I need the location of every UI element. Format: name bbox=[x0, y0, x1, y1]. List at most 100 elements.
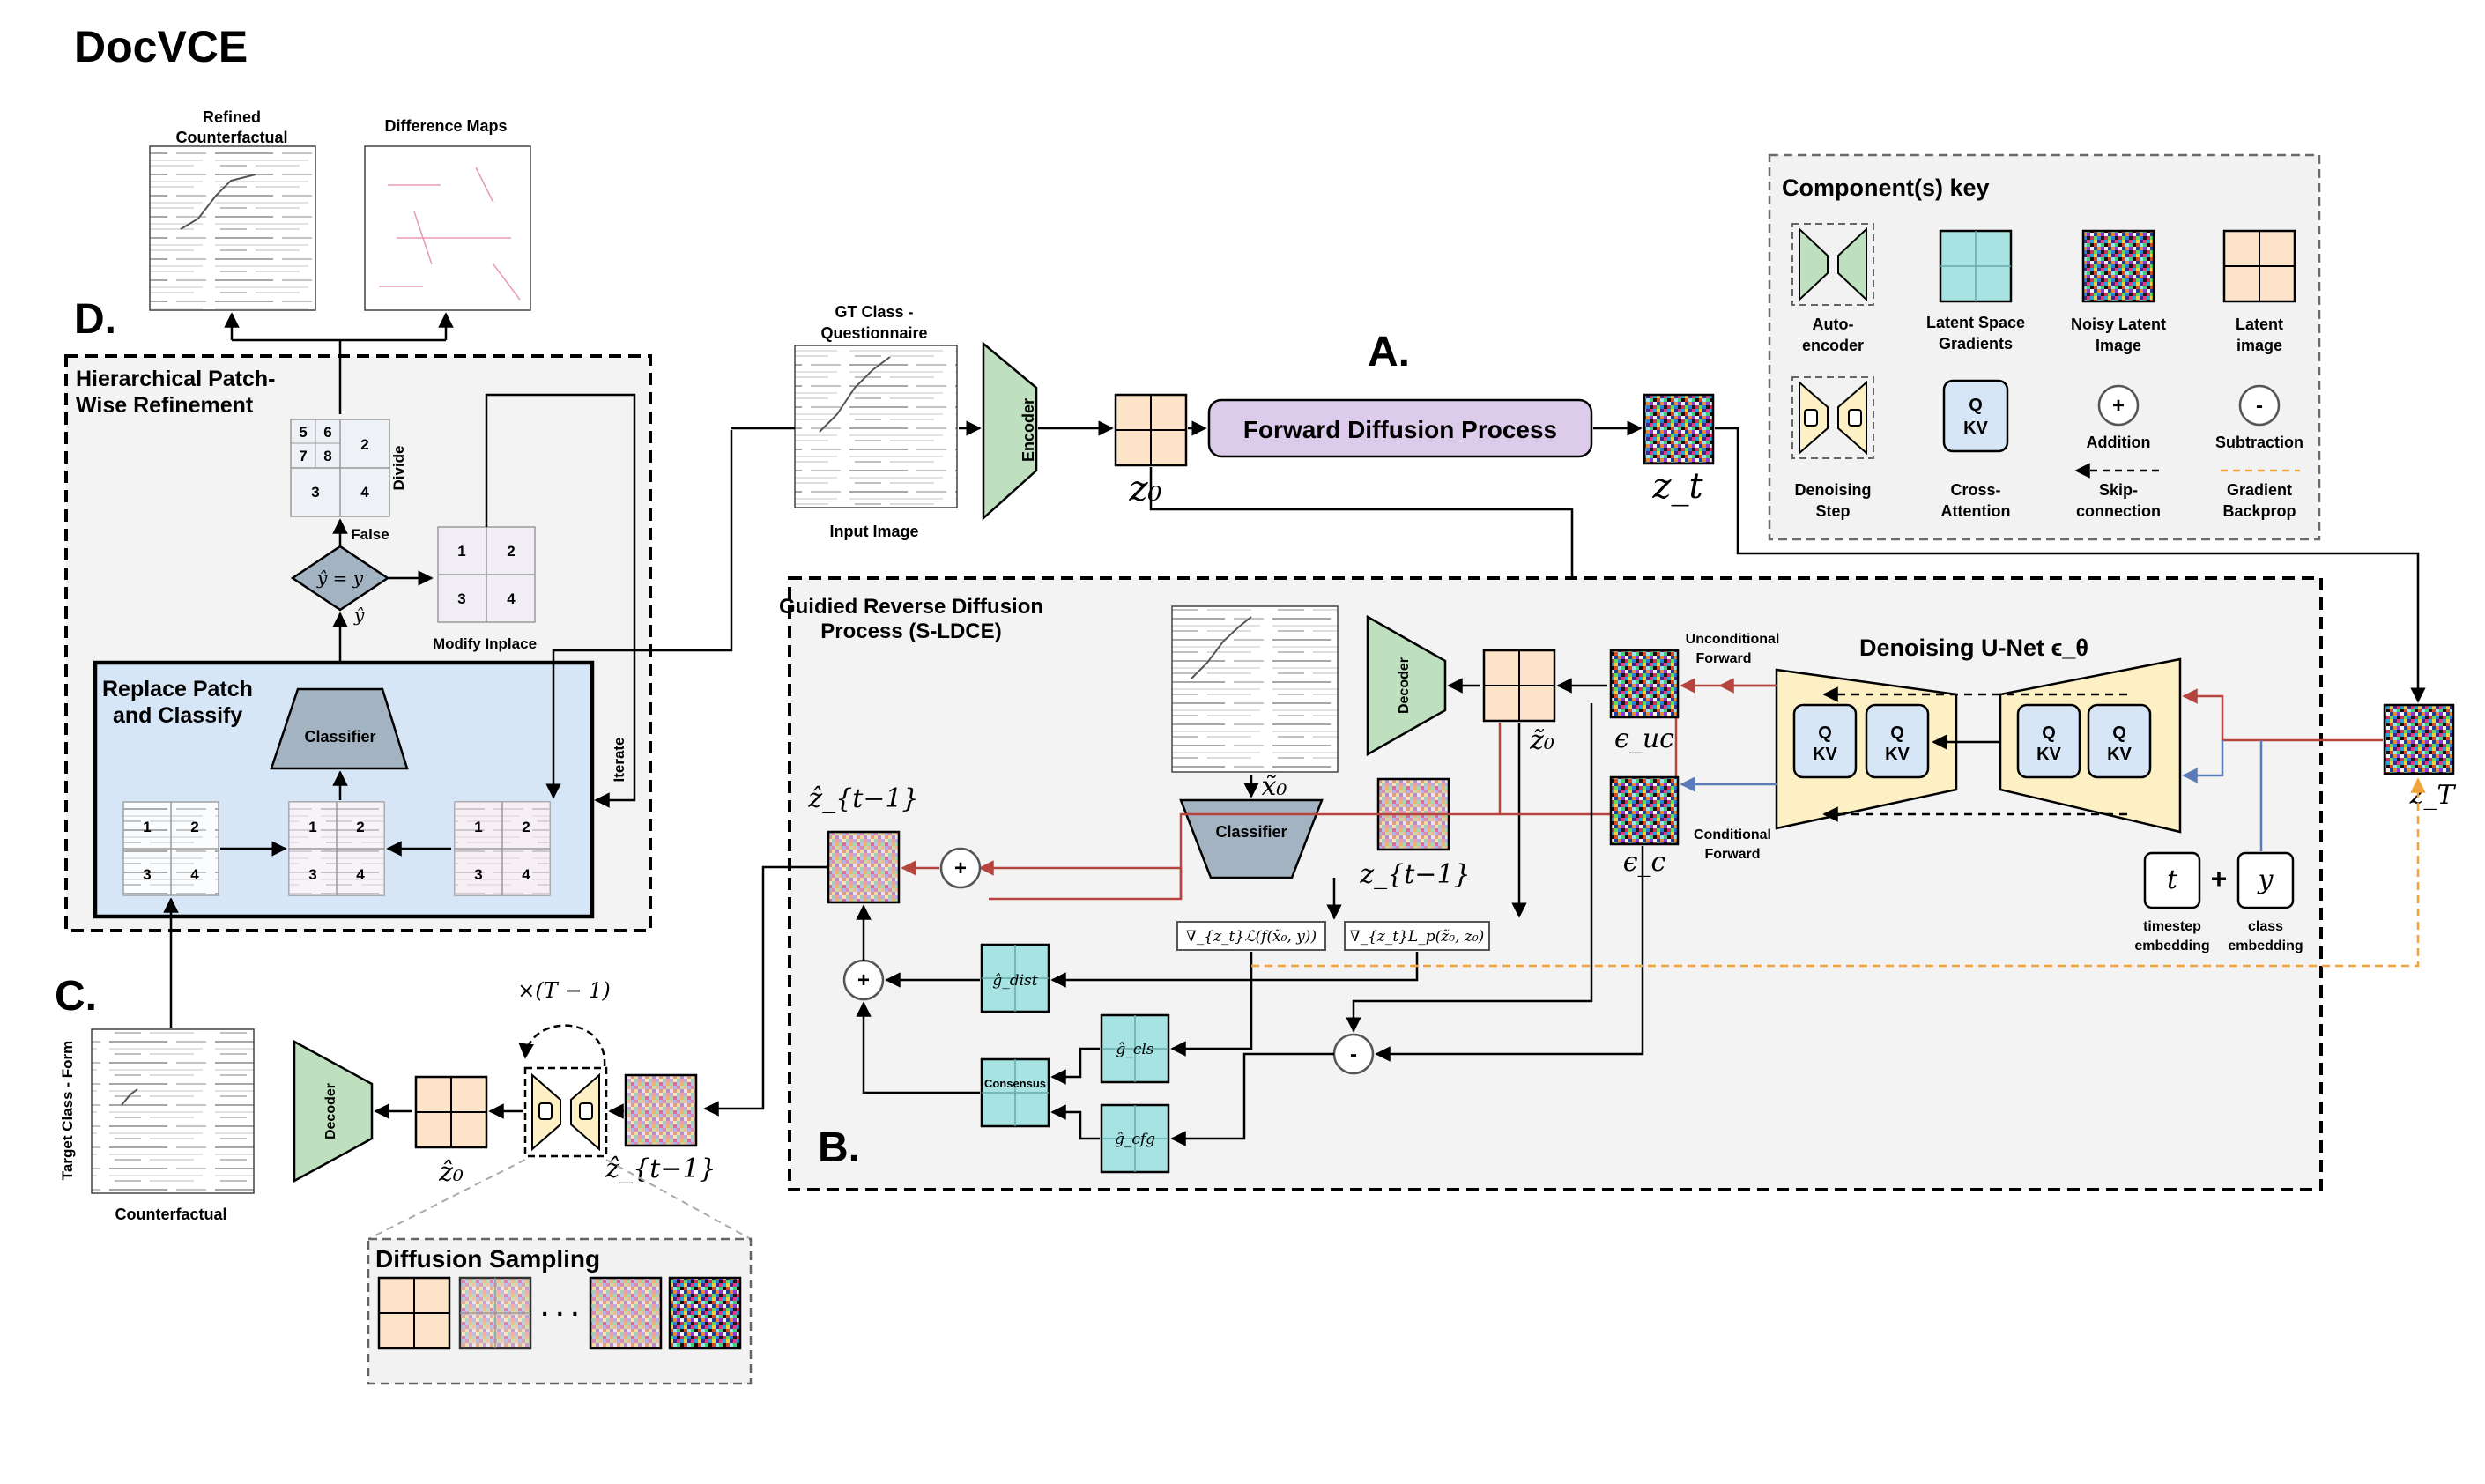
grad1-to-gcls bbox=[1170, 952, 1253, 1057]
key-gradient-square bbox=[1939, 229, 2013, 303]
t-box bbox=[2143, 851, 2201, 909]
sampling-noise bbox=[668, 1276, 742, 1350]
yhat-label: ŷ bbox=[353, 605, 365, 626]
key-autoencoder-1: Auto- bbox=[1813, 315, 1854, 333]
class-emb-2: embedding bbox=[2228, 939, 2303, 953]
decision-diamond bbox=[290, 545, 390, 612]
iterate-label: Iterate bbox=[611, 737, 627, 782]
input-image bbox=[794, 345, 958, 508]
cond-2: Forward bbox=[1704, 847, 1760, 862]
z0tilde-label: z̃₀ bbox=[1529, 725, 1554, 756]
gdist-label: ĝ_dist bbox=[992, 972, 1037, 990]
key-noisy-square bbox=[2081, 229, 2155, 303]
b-decoder-label: Decoder bbox=[1397, 657, 1412, 714]
uncond-2: Forward bbox=[1695, 651, 1751, 666]
key-grad-1: Gradient bbox=[2227, 481, 2292, 499]
euc-noise bbox=[1609, 649, 1680, 719]
sampling-soft-1 bbox=[458, 1276, 532, 1350]
unet-qkv-4 bbox=[2087, 703, 2152, 779]
z0tilde-latent bbox=[1482, 649, 1556, 723]
grad2-label: ∇_{z_t}L_p(z̃₀, z₀) bbox=[1350, 928, 1485, 946]
section-b: B. Guidied Reverse Diffusion Process (S-… bbox=[703, 576, 2456, 1191]
timestep-2: embedding bbox=[2134, 939, 2209, 953]
patch-num-4b: 4 bbox=[360, 484, 369, 501]
sampling-latent bbox=[377, 1276, 451, 1350]
zT-to-unet-red bbox=[2182, 688, 2383, 742]
callout-right bbox=[605, 1159, 752, 1240]
ec-to-minus bbox=[1375, 846, 1644, 1062]
timestep-1: timestep bbox=[2143, 919, 2201, 934]
key-sub-sign: - bbox=[2256, 394, 2263, 418]
iterate-loop bbox=[485, 393, 636, 808]
c-zhat-label: ẑ_{t−1} bbox=[605, 1154, 716, 1184]
reverse-title-2: Process (S-LDCE) bbox=[820, 620, 1001, 643]
euc-label: ϵ_uc bbox=[1614, 723, 1674, 754]
key-noisy-1: Noisy Latent bbox=[2071, 315, 2166, 333]
p3-num-1: 1 bbox=[474, 819, 482, 835]
false-label: False bbox=[351, 526, 389, 543]
sampler-loop bbox=[518, 1024, 606, 1067]
key-sub-circle bbox=[2238, 384, 2281, 427]
p2-num-3: 3 bbox=[308, 866, 316, 883]
unet-qkv-1-q: Q bbox=[1818, 723, 1832, 743]
counterfactual-mark bbox=[121, 1088, 138, 1106]
key-denoise-1: Denoising bbox=[1794, 481, 1871, 499]
replace-classifier bbox=[270, 687, 409, 770]
refined-curve bbox=[180, 174, 256, 230]
key-skip-1: Skip- bbox=[2099, 481, 2138, 499]
key-denoise-2: Step bbox=[1815, 502, 1850, 520]
x0tilde-label: x̃₀ bbox=[1262, 771, 1287, 802]
grad-backprop bbox=[1251, 777, 2426, 968]
repeat-label: ×(T − 1) bbox=[517, 978, 610, 1003]
plus-top-sign: + bbox=[954, 857, 967, 880]
patch-num-8: 8 bbox=[323, 448, 331, 464]
gcls-square bbox=[1100, 1013, 1170, 1084]
divide-label: Divide bbox=[390, 445, 407, 490]
key-autoencoder-right bbox=[1837, 226, 1867, 302]
modify-inplace-label: Modify Inplace bbox=[433, 635, 537, 652]
modify-num-1: 1 bbox=[457, 543, 465, 560]
divided-patch: 5 6 7 8 2 3 4 bbox=[290, 419, 390, 517]
plus-circle-top bbox=[939, 847, 982, 889]
input-to-patch3 bbox=[545, 430, 733, 799]
key-addition: Addition bbox=[2087, 434, 2151, 451]
key-panel bbox=[1768, 153, 2321, 541]
key-cross-q: Q bbox=[1969, 396, 1983, 415]
y-box bbox=[2236, 851, 2295, 909]
forward-diffusion-box bbox=[1207, 398, 1593, 458]
p3-num-3: 3 bbox=[474, 866, 482, 883]
key-cross-1: Cross- bbox=[1950, 481, 2000, 499]
b-decoder-shape bbox=[1366, 614, 1447, 757]
decoded-x0-image bbox=[1171, 605, 1339, 773]
patch-num-3b: 3 bbox=[311, 484, 319, 501]
counterfactual-label: Counterfactual bbox=[115, 1206, 226, 1223]
replace-classifier-label: Classifier bbox=[304, 728, 375, 746]
zT-to-unet-blue bbox=[2182, 740, 2224, 783]
gcls-to-consensus bbox=[1050, 1047, 1100, 1085]
replace-title-1: Replace Patch bbox=[102, 677, 253, 701]
hierarchical-title-1: Hierarchical Patch- bbox=[76, 367, 276, 391]
patch-num-6: 6 bbox=[323, 424, 331, 441]
p3-num-2: 2 bbox=[522, 819, 530, 835]
grad1-box bbox=[1176, 921, 1326, 951]
unet-qkv-2 bbox=[1865, 703, 1930, 779]
patch-image-1: 1 2 3 4 bbox=[122, 801, 219, 896]
modify-num-3: 3 bbox=[457, 590, 465, 607]
refined-label-2: Counterfactual bbox=[175, 129, 287, 146]
difference-maps-label: Difference Maps bbox=[384, 117, 507, 135]
key-gradients-2: Gradients bbox=[1939, 335, 2013, 352]
zT-noise bbox=[2383, 703, 2455, 775]
c-zhat-noise bbox=[624, 1073, 698, 1147]
diffusion-sampling-title: Diffusion Sampling bbox=[375, 1245, 600, 1273]
z0hat-latent bbox=[414, 1075, 488, 1149]
callout-left bbox=[367, 1159, 526, 1240]
z0-latent bbox=[1114, 393, 1188, 467]
red-path-to-plus bbox=[978, 860, 1183, 899]
unet-qkv-2-kv: KV bbox=[1885, 745, 1910, 764]
component-key: Component(s) key Auto- encoder Latent Sp… bbox=[1768, 153, 2321, 541]
section-d: D. Refined Counterfactual Difference Map… bbox=[64, 108, 733, 932]
c-decoder-shape bbox=[293, 1039, 374, 1183]
encoder-label: Encoder bbox=[1020, 398, 1037, 462]
ec-label: ϵ_c bbox=[1623, 847, 1666, 878]
key-noisy-2: Image bbox=[2096, 337, 2141, 354]
